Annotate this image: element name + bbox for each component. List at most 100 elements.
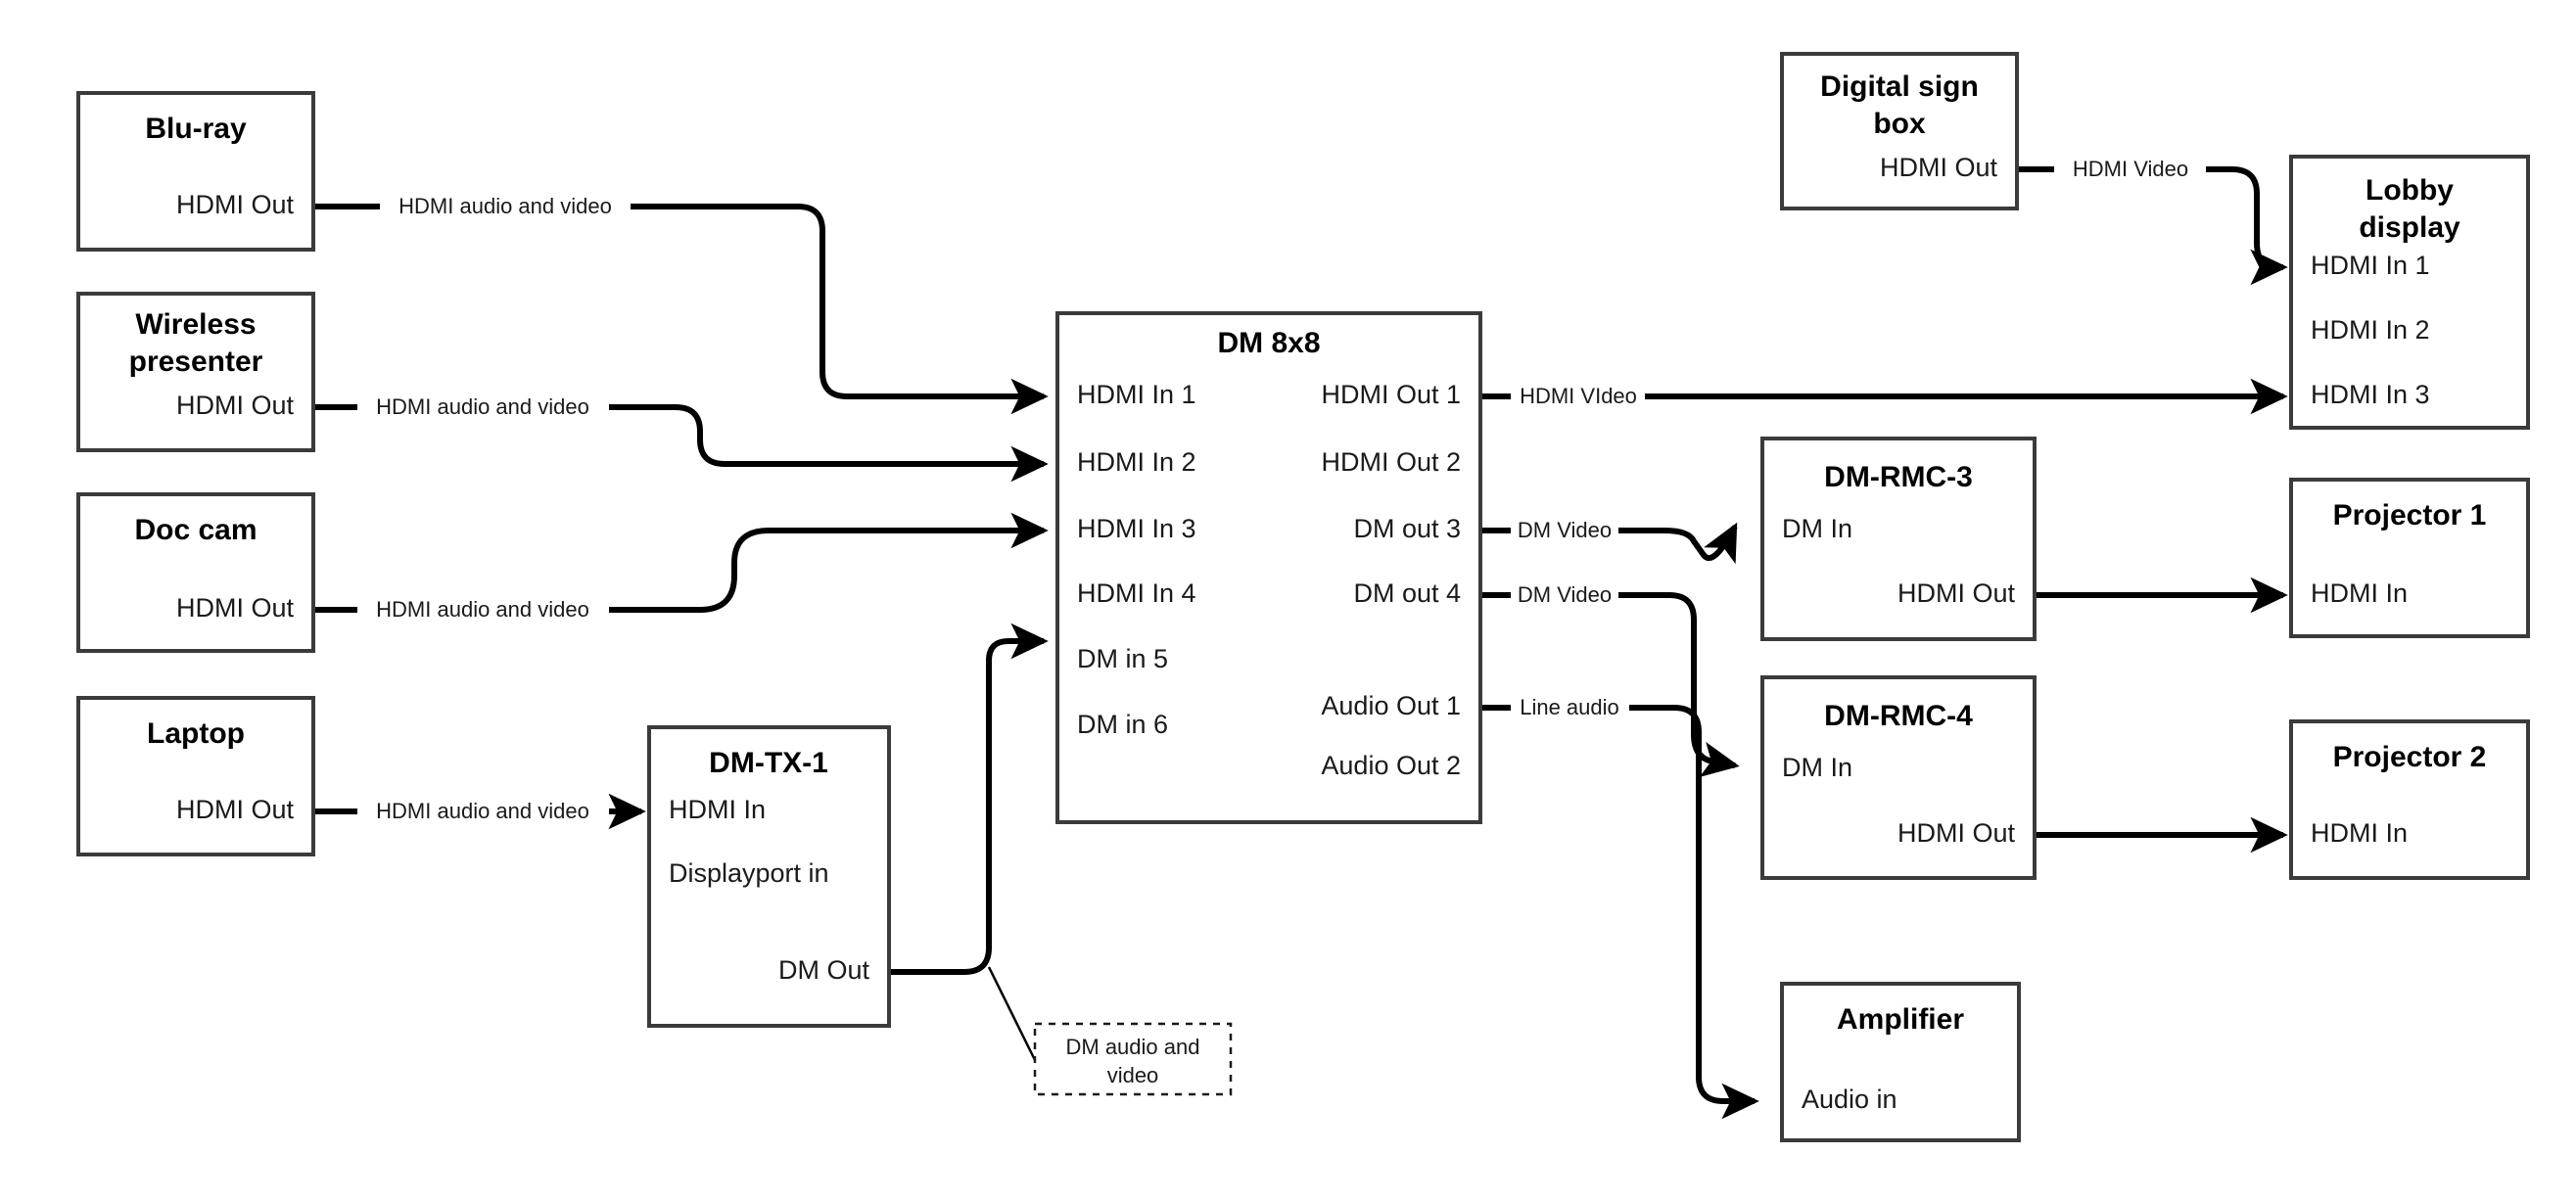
- edge-path: [1480, 592, 1735, 765]
- node-dm-tx-1[interactable]: DM-TX-1 HDMI In Displayport in DM Out: [647, 725, 891, 1028]
- port-label-hdmi-out: HDMI Out: [176, 593, 295, 623]
- edge-wireless-to-dm8x8: HDMI audio and video: [313, 394, 1044, 464]
- port-label-audio-in: Audio in: [1802, 1085, 1897, 1114]
- port-label-hdmi-in: HDMI In: [669, 795, 766, 824]
- edge-laptop-to-dmtx1: HDMI audio and video: [313, 799, 641, 823]
- node-title-line1: Digital sign: [1820, 70, 1979, 103]
- edge-path: [313, 531, 1044, 613]
- port-label-dm-out-4: DM out 4: [1353, 578, 1461, 608]
- callout-box: [1033, 1022, 1233, 1096]
- callout-label-line2: video: [1107, 1063, 1159, 1087]
- edge-label: HDMI Video: [2073, 157, 2188, 181]
- edge-path: [1480, 527, 1735, 558]
- port-label-hdmi-in: HDMI In: [2311, 578, 2408, 608]
- port-label-dm-in: DM In: [1782, 753, 1852, 782]
- edge-path: [313, 204, 1044, 396]
- port-label-hdmi-in-3: HDMI In 3: [2311, 380, 2430, 409]
- port-label-hdmi-out: HDMI Out: [176, 795, 295, 824]
- callout-label-line1: DM audio and: [1066, 1035, 1200, 1059]
- port-label-hdmi-in-1: HDMI In 1: [2311, 251, 2430, 280]
- edge-dmtx1-to-dm8x8: [889, 623, 1049, 975]
- node-title: Laptop: [147, 717, 245, 750]
- node-title: Doc cam: [134, 514, 257, 546]
- node-title: Blu-ray: [145, 113, 247, 145]
- port-label-hdmi-out: HDMI Out: [1897, 578, 2016, 608]
- edge-label: HDMI audio and video: [376, 394, 589, 419]
- edge-dm8x8out3-to-rmc3: DM Video: [1480, 518, 1735, 558]
- port-label-hdmi-in: HDMI In: [2311, 818, 2408, 848]
- node-title-line1: Wireless: [135, 308, 256, 341]
- node-projector-2[interactable]: Projector 2 HDMI In: [2289, 719, 2530, 880]
- port-label-hdmi-out-2: HDMI Out 2: [1321, 447, 1461, 477]
- edge-bluray-to-dm8x8: HDMI audio and video: [313, 194, 1044, 396]
- port-label-hdmi-out: HDMI Out: [1880, 153, 1998, 182]
- node-box: [2289, 478, 2530, 638]
- node-box: [1780, 982, 2021, 1142]
- port-label-hdmi-in-3: HDMI In 3: [1077, 514, 1196, 543]
- node-box: [76, 91, 315, 252]
- node-box: [76, 292, 315, 452]
- node-dm-rmc-4[interactable]: DM-RMC-4 DM In HDMI Out: [1760, 675, 2037, 880]
- port-label-dm-in: DM In: [1782, 514, 1852, 543]
- edge-label: HDMI VIdeo: [1520, 384, 1637, 408]
- node-box: [76, 696, 315, 856]
- edge-label: DM Video: [1518, 582, 1612, 607]
- node-box: [2289, 155, 2530, 430]
- node-box: [647, 725, 891, 1028]
- port-label-dm-in-5: DM in 5: [1077, 644, 1168, 673]
- node-title: DM-RMC-4: [1824, 700, 1973, 732]
- node-title: DM-TX-1: [709, 747, 828, 779]
- callout-leader-line: [987, 966, 1037, 1061]
- node-dm-8x8[interactable]: DM 8x8 HDMI In 1 HDMI In 2 HDMI In 3 HDM…: [1055, 311, 1482, 824]
- node-title-line2: presenter: [129, 346, 263, 378]
- edge-dm8x8audio1-to-amplifier: Line audio: [1480, 695, 1755, 1101]
- node-title: Amplifier: [1837, 1003, 1964, 1036]
- node-bluray[interactable]: Blu-ray HDMI Out: [76, 91, 315, 252]
- node-title: DM 8x8: [1217, 327, 1320, 359]
- node-title-line1: Lobby: [2365, 174, 2454, 207]
- edge-path: [313, 404, 1044, 464]
- node-box: [2289, 719, 2530, 880]
- node-box: [1055, 311, 1482, 824]
- port-label-audio-out-1: Audio Out 1: [1321, 691, 1461, 720]
- edge-digitalsign-to-lobby: HDMI Video: [2017, 157, 2283, 267]
- node-projector-1[interactable]: Projector 1 HDMI In: [2289, 478, 2530, 638]
- node-title: DM-RMC-3: [1824, 461, 1973, 493]
- port-label-audio-out-2: Audio Out 2: [1321, 751, 1461, 780]
- node-box: [76, 492, 315, 653]
- edge-path: [1480, 705, 1755, 1101]
- edge-dm8x8out4-to-rmc4: DM Video: [1480, 582, 1735, 765]
- node-amplifier[interactable]: Amplifier Audio in: [1780, 982, 2021, 1142]
- node-title: Projector 1: [2333, 499, 2487, 531]
- port-label-dm-out: DM Out: [778, 955, 870, 985]
- port-label-displayport-in: Displayport in: [669, 858, 829, 888]
- edge-label: DM Video: [1518, 518, 1612, 542]
- edge-label: HDMI audio and video: [398, 194, 612, 218]
- node-wireless-presenter[interactable]: Wireless presenter HDMI Out: [76, 292, 315, 452]
- node-title-line2: box: [1873, 108, 1926, 140]
- port-label-hdmi-in-2: HDMI In 2: [1077, 447, 1196, 477]
- node-title: Projector 2: [2333, 741, 2487, 773]
- callout-dm-audio-video: DM audio and video: [1033, 1022, 1233, 1096]
- edge-label: Line audio: [1520, 695, 1619, 719]
- port-label-hdmi-in-4: HDMI In 4: [1077, 578, 1196, 608]
- node-laptop[interactable]: Laptop HDMI Out: [76, 696, 315, 856]
- node-dm-rmc-3[interactable]: DM-RMC-3 DM In HDMI Out: [1760, 437, 2037, 641]
- port-label-dm-in-6: DM in 6: [1077, 710, 1168, 739]
- node-lobby-display[interactable]: Lobby display HDMI In 1 HDMI In 2 HDMI I…: [2289, 155, 2530, 430]
- node-box: [1780, 52, 2019, 210]
- node-digital-sign-box[interactable]: Digital sign box HDMI Out: [1780, 52, 2019, 210]
- port-label-hdmi-out: HDMI Out: [1897, 818, 2016, 848]
- node-box: [1760, 675, 2037, 880]
- port-label-hdmi-in-1: HDMI In 1: [1077, 380, 1196, 409]
- node-doc-cam[interactable]: Doc cam HDMI Out: [76, 492, 315, 653]
- edge-path: [889, 623, 1049, 975]
- port-label-hdmi-out-1: HDMI Out 1: [1321, 380, 1461, 409]
- port-label-hdmi-out: HDMI Out: [176, 190, 295, 219]
- port-label-dm-out-3: DM out 3: [1353, 514, 1461, 543]
- node-title-line2: display: [2359, 211, 2460, 244]
- port-label-hdmi-in-2: HDMI In 2: [2311, 315, 2430, 345]
- edge-label: HDMI audio and video: [376, 799, 589, 823]
